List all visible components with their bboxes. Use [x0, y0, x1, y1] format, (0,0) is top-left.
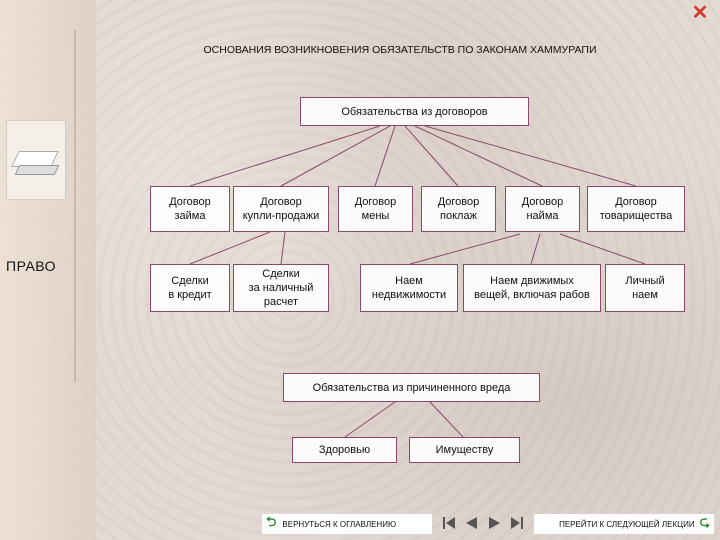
contracts-header: Обязательства из договоров — [300, 97, 529, 126]
harm-property: Имуществу — [409, 437, 520, 463]
section-label: ПРАВО — [6, 258, 57, 274]
first-slide-icon[interactable] — [440, 514, 458, 532]
last-slide-icon[interactable] — [508, 514, 526, 532]
sidebar: ПРАВО — [0, 0, 96, 540]
return-arrow-icon: ⮌ — [266, 514, 277, 529]
back-to-contents-link[interactable]: ⮌ ВЕРНУТЬСЯ К ОГЛАВЛЕНИЮ — [262, 514, 432, 534]
forward-arrow-icon: ⮎ — [699, 514, 710, 529]
harm-header: Обязательства из причиненного вреда — [283, 373, 540, 402]
next-lecture-link[interactable]: ПЕРЕЙТИ К СЛЕДУЮЩЕЙ ЛЕКЦИИ ⮎ — [534, 514, 714, 534]
sidebar-divider — [74, 30, 76, 382]
book-icon — [6, 120, 66, 200]
next-slide-icon[interactable] — [486, 514, 504, 532]
close-icon[interactable]: ✕ — [691, 2, 709, 24]
page-title: ОСНОВАНИЯ ВОЗНИКНОВЕНИЯ ОБЯЗАТЕЛЬСТВ ПО … — [203, 44, 597, 56]
harm-health: Здоровью — [292, 437, 397, 463]
previous-slide-icon[interactable] — [462, 514, 480, 532]
